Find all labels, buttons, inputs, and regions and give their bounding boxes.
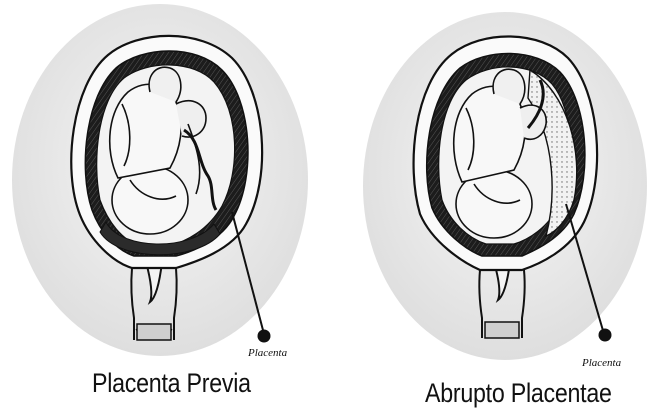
left-placenta-label: Placenta xyxy=(248,347,287,359)
abrupto-placentae-illustration xyxy=(363,12,647,360)
right-callout-dot xyxy=(599,329,612,342)
left-figure-title: Placenta Previa xyxy=(92,368,251,399)
left-callout-dot xyxy=(258,330,271,343)
right-figure-title: Abrupto Placentae xyxy=(425,378,612,409)
right-placenta-label: Placenta xyxy=(582,357,621,369)
placenta-previa-illustration xyxy=(12,4,308,356)
